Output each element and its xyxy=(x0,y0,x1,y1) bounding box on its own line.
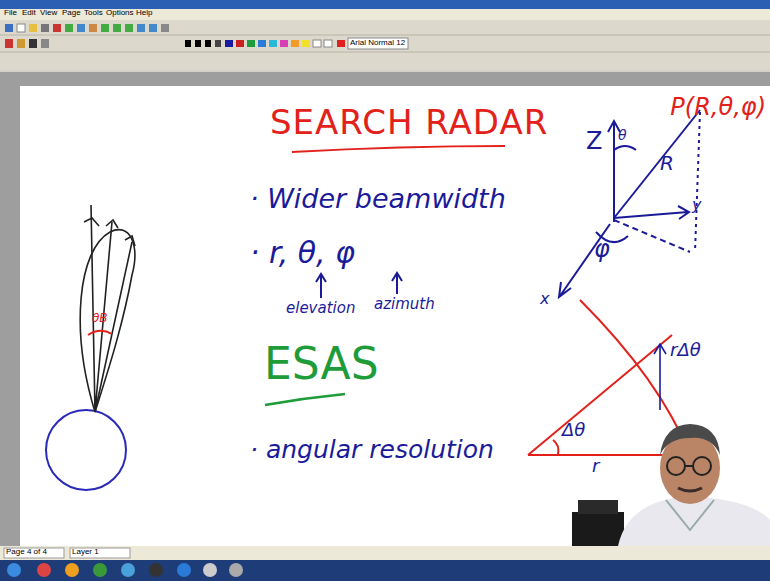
menu-item: View xyxy=(40,9,57,18)
status-text: Layer 1 xyxy=(72,548,99,557)
status-text: Page 4 of 4 xyxy=(6,548,47,557)
angle-label: θB xyxy=(92,312,108,325)
point-label: P(R,θ,φ) xyxy=(670,94,766,120)
annotation: elevation xyxy=(286,300,355,317)
menu-item: Help xyxy=(136,9,152,18)
arc-label: rΔθ xyxy=(670,340,701,360)
annotation: azimuth xyxy=(374,296,435,313)
axis-label: y xyxy=(692,196,701,214)
menu-item: Tools xyxy=(84,9,103,18)
menu-item: Options xyxy=(106,9,134,18)
bullet-note: · r, θ, φ xyxy=(250,236,355,269)
axis-label: Z xyxy=(586,128,602,154)
angle-label: θ xyxy=(618,128,627,143)
title: SEARCH RADAR xyxy=(270,104,548,141)
vector-label: R xyxy=(660,152,674,174)
menu-item: Page xyxy=(62,9,81,18)
font-box: Arial Normal 12 xyxy=(350,39,405,48)
axis-label: x xyxy=(540,290,549,308)
heading: ESAS xyxy=(264,340,379,388)
side-label: r xyxy=(592,456,599,476)
menu-item: Edit xyxy=(22,9,36,18)
angle-label: Δθ xyxy=(562,420,585,440)
angle-label: φ xyxy=(594,236,610,262)
bullet-note: · angular resolution xyxy=(250,436,494,464)
bullet-note: · Wider beamwidth xyxy=(250,184,506,214)
menu-item: File xyxy=(4,9,17,18)
